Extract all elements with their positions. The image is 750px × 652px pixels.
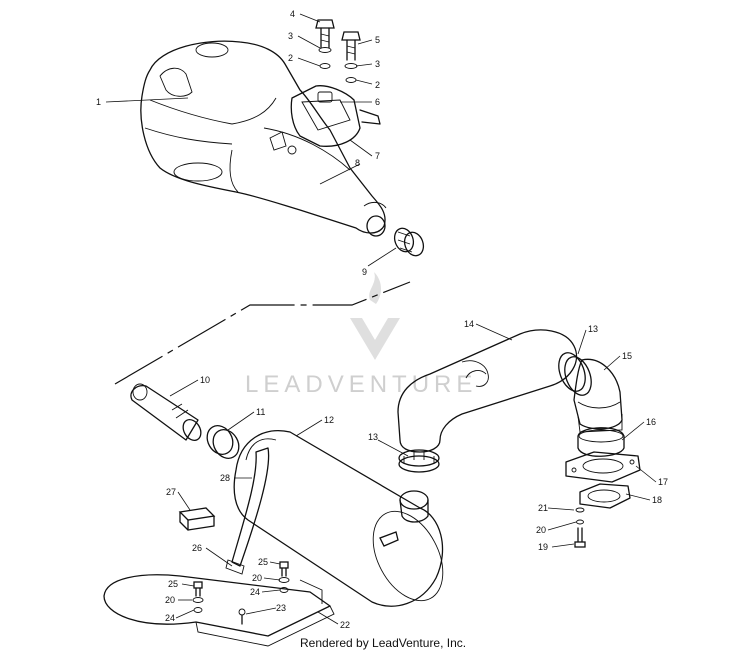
strap-28 [225, 447, 270, 575]
callout-4: 4 [290, 9, 295, 19]
expansion-chamber [140, 40, 387, 237]
callout-6: 6 [375, 97, 380, 107]
callout-21: 21 [538, 503, 548, 513]
callout-18: 18 [652, 495, 662, 505]
callout-27: 27 [166, 487, 176, 497]
callout-23: 23 [276, 603, 286, 613]
callout-20: 20 [536, 525, 546, 535]
bolt-5-stack [341, 31, 361, 83]
flange-18 [579, 483, 631, 509]
callout-24: 24 [250, 587, 260, 597]
callout-20: 20 [252, 573, 262, 583]
callout-2: 2 [288, 53, 293, 63]
callout-25: 25 [168, 579, 178, 589]
callout-7: 7 [375, 151, 380, 161]
callout-11: 11 [256, 407, 265, 417]
render-credit: Rendered by LeadVenture, Inc. [300, 636, 467, 650]
gasket-17 [565, 451, 641, 483]
callout-12: 12 [324, 415, 334, 425]
elbow-pipe-14 [397, 329, 578, 453]
callout-1: 1 [96, 97, 101, 107]
tube-10 [130, 383, 202, 441]
callout-5: 5 [375, 35, 380, 45]
callout-16: 16 [646, 417, 656, 427]
callout-10: 10 [200, 375, 210, 385]
callout-19: 19 [538, 542, 548, 552]
callout-17: 17 [658, 477, 668, 487]
watermark-brand: LEADVENTURE [245, 371, 477, 398]
bolt-19-stack [574, 507, 586, 548]
callout-8: 8 [355, 158, 360, 168]
grommet-27 [178, 507, 216, 531]
coupler-13-lower [398, 449, 440, 473]
callout-13: 13 [588, 324, 598, 334]
callout-20: 20 [165, 595, 175, 605]
fastener-stack-right [278, 561, 290, 593]
callout-13: 13 [368, 432, 378, 442]
callout-22: 22 [340, 620, 350, 630]
rivet-23 [238, 608, 246, 625]
callout-9: 9 [362, 267, 367, 277]
watermark-logo [350, 272, 400, 360]
coupler-11 [206, 425, 240, 459]
callout-14: 14 [464, 319, 474, 329]
bracket-22 [103, 574, 335, 647]
callout-labels: 1 2 2 3 3 4 5 6 7 8 9 10 11 12 13 13 14 … [96, 9, 668, 630]
flange-16 [577, 427, 625, 457]
muffler-12 [233, 430, 444, 607]
adapter-15 [573, 358, 623, 433]
callout-3: 3 [375, 59, 380, 69]
callout-26: 26 [192, 543, 202, 553]
callout-15: 15 [622, 351, 632, 361]
bolt-4-stack [315, 19, 335, 69]
fastener-stack-left [192, 581, 204, 613]
coupler-13-upper [558, 352, 592, 396]
callout-24: 24 [165, 613, 175, 623]
manifold-head [269, 85, 381, 155]
leader-lines [105, 13, 657, 625]
callout-2: 2 [375, 80, 380, 90]
callout-25: 25 [258, 557, 268, 567]
coupler-9 [393, 227, 425, 257]
callout-3: 3 [288, 31, 293, 41]
callout-28: 28 [220, 473, 230, 483]
